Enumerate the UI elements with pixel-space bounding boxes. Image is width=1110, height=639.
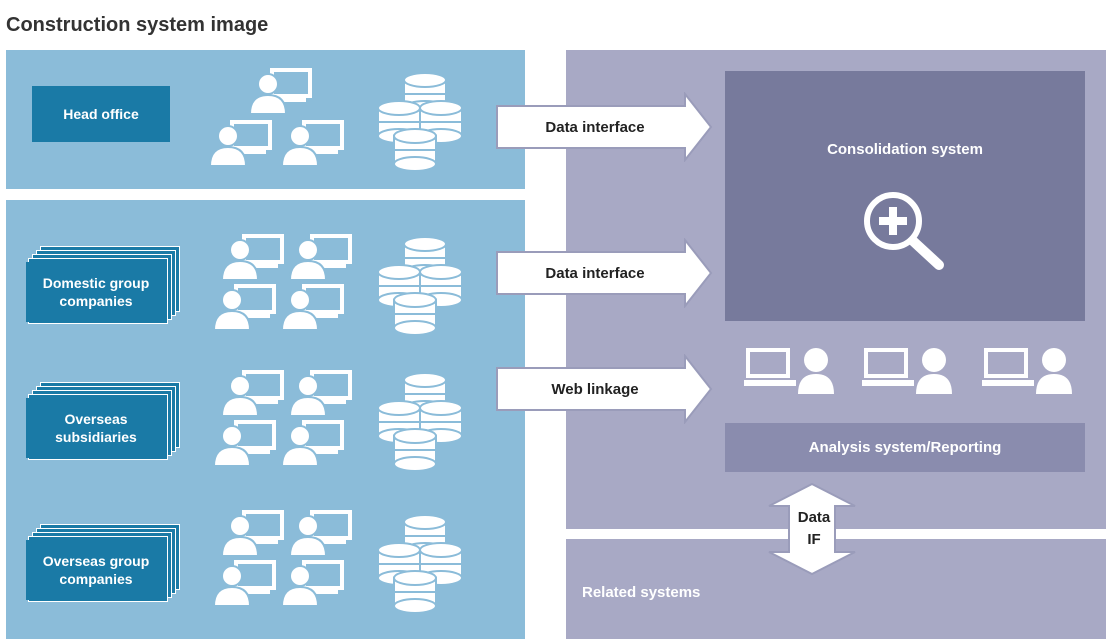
head-office-users-icon [209,67,345,167]
web-linkage-label: Web linkage [551,380,639,398]
consolidation-system-label: Consolidation system [827,141,983,158]
analysis-reporting-box: Analysis system/Reporting [725,423,1085,472]
domestic-group-stack: Domestic group companies [26,246,186,324]
overseas-group-database-icon [377,514,463,614]
overseas-subsidiaries-box: Overseas subsidiaries [26,398,166,458]
domestic-users-icon [214,234,353,331]
analyst-user-icon [744,348,834,394]
overseas-subsidiaries-stack: Overseas subsidiaries [26,382,186,460]
domestic-interface-label: Data interface [545,264,645,282]
overseas-group-users-icon [214,510,353,607]
overseas-group-box: Overseas group companies [26,540,166,600]
head-office-box: Head office [32,86,170,142]
consolidation-system-box: Consolidation system [725,71,1085,321]
overseas-group-stack: Overseas group companies [26,524,186,602]
data-if-arrow [768,482,856,576]
magnifier-plus-icon [864,192,944,270]
overseas-subsidiaries-database-icon [377,372,463,472]
web-linkage-arrow [496,354,713,424]
data-if-label: Data IF [797,509,831,548]
analyst-user-icon [862,348,952,394]
head-office-database-icon [377,72,463,172]
domestic-interface-arrow [496,238,713,308]
analyst-user-icon [982,348,1072,394]
head-office-interface-arrow [496,92,713,162]
domestic-group-box: Domestic group companies [26,262,166,322]
head-office-interface-label: Data interface [545,118,645,136]
domestic-database-icon [377,236,463,336]
overseas-subsidiaries-users-icon [214,370,353,467]
related-systems-label: Related systems [582,584,701,601]
page-title: Construction system image [6,14,269,36]
